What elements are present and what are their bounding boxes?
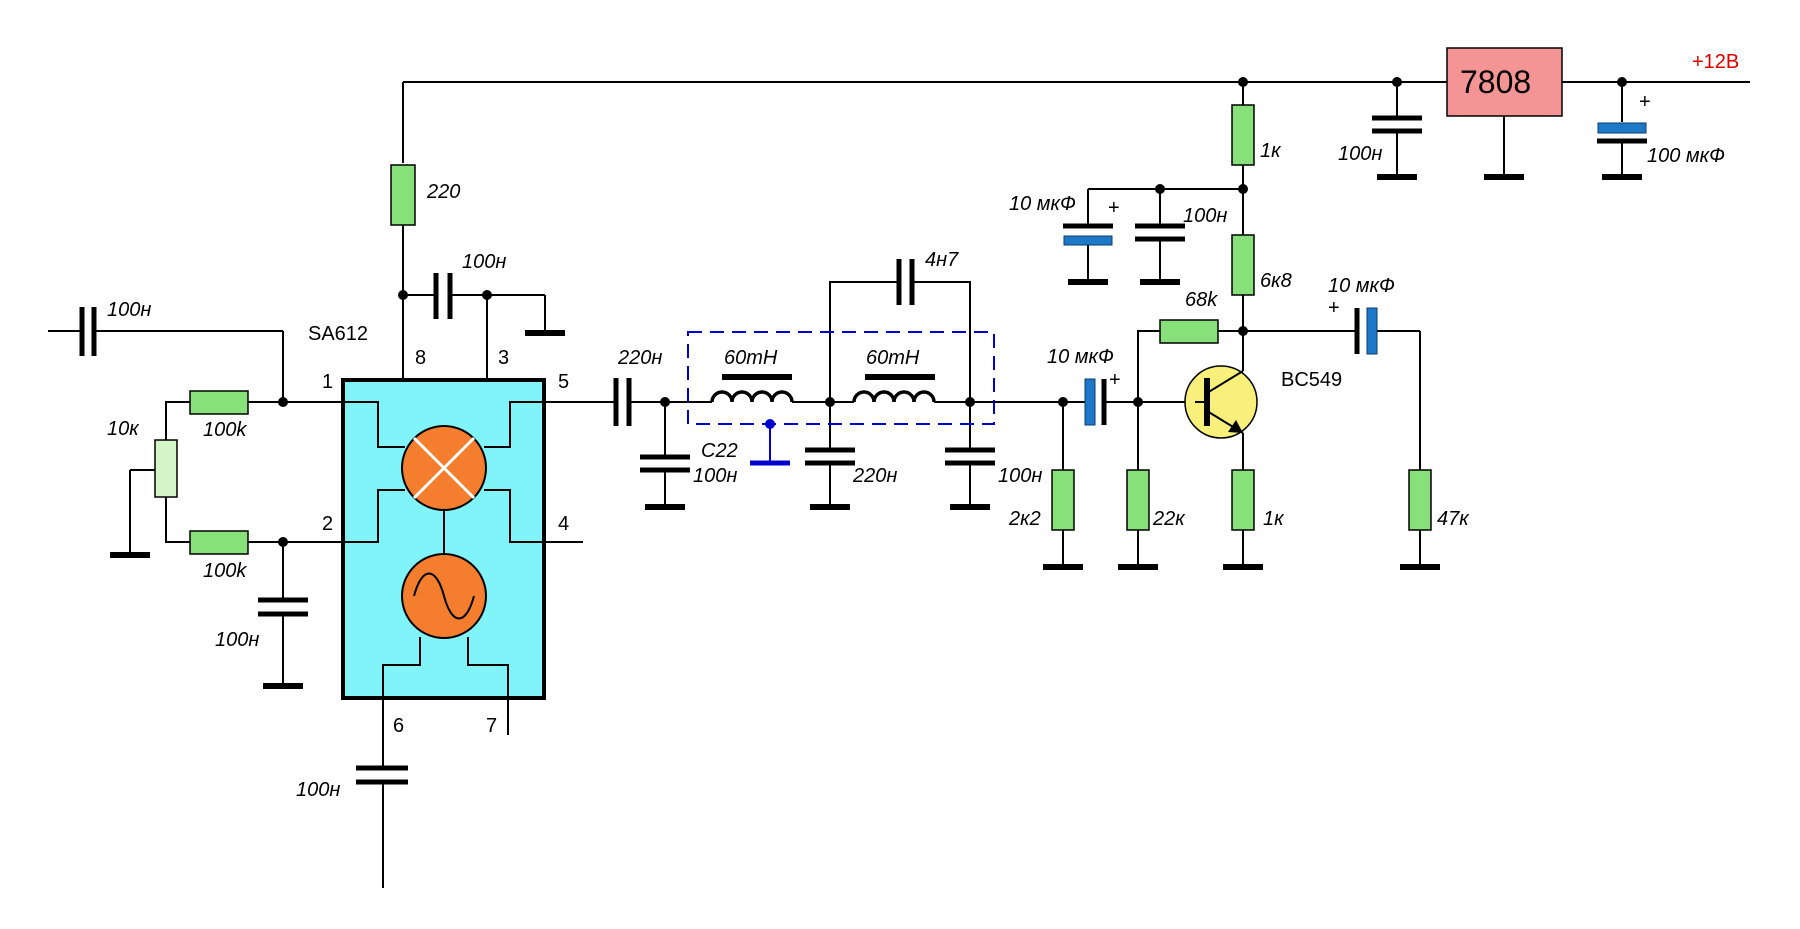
capacitor-pin3: 100н	[403, 251, 565, 336]
c-out-label: 100н	[998, 465, 1042, 487]
inductor-l1: 60mH	[710, 347, 794, 403]
c-pin6-label: 100н	[296, 779, 340, 801]
c-reg-in-label: 100н	[1338, 143, 1382, 165]
capacitor-output: + 10 мкФ	[1243, 275, 1420, 355]
capacitor-100n-out: 100н	[945, 402, 1042, 510]
transistor-bc549: BC549	[1138, 331, 1342, 470]
c-reg-out-plus: +	[1639, 91, 1651, 113]
resistor-100k-top: 100k	[165, 390, 283, 441]
c-pin2-label: 100н	[215, 629, 259, 651]
c-in-label: 100н	[107, 299, 151, 321]
resistor-220: 220	[390, 164, 460, 295]
filter-shield	[687, 331, 995, 466]
supply-rail	[402, 77, 1750, 163]
r-220-label: 220	[426, 181, 460, 203]
pin-8-label: 8	[415, 347, 426, 369]
transistor-label: BC549	[1281, 369, 1342, 391]
resistor-100k-bottom: 100k	[165, 497, 283, 582]
c-pin5-label: 220н	[617, 347, 662, 369]
l2-label: 60mH	[866, 347, 920, 369]
potentiometer-10k: 10к	[107, 418, 178, 558]
resistor-6k8: 6к8	[1231, 189, 1292, 331]
pin-4-label: 4	[558, 513, 569, 535]
pin-3-label: 3	[498, 347, 509, 369]
resistor-2k2: 2к2	[1008, 402, 1083, 570]
oscillator-icon	[401, 553, 487, 639]
pin-7-label: 7	[486, 715, 497, 737]
c-coupling-label: 10 мкФ	[1047, 346, 1114, 368]
c-pin3-label: 100н	[462, 251, 506, 273]
resistor-68k: 68k	[1137, 289, 1243, 402]
c-coupling-plus: +	[1109, 369, 1121, 391]
voltage-regulator: 7808	[1446, 47, 1563, 180]
c-dec-label: 100н	[1183, 205, 1227, 227]
r-in-bot-label: 100k	[203, 560, 247, 582]
r-1k-top-label: 1к	[1260, 140, 1282, 162]
c-dec-el-label: 10 мкФ	[1009, 193, 1076, 215]
input-capacitor: 100н	[48, 299, 284, 402]
resistor-1k-top: 1к	[1231, 82, 1282, 189]
regulator-label: 7808	[1460, 64, 1531, 100]
pin-6-label: 6	[393, 715, 404, 737]
ic-name-label: SA612	[308, 323, 368, 345]
r-1k-emitter-label: 1к	[1263, 508, 1285, 530]
pin-2-label: 2	[322, 513, 333, 535]
capacitor-220n-mid: 220н	[805, 402, 897, 510]
capacitor-c22: C22 100н	[640, 402, 738, 510]
r-22k-label: 22к	[1152, 508, 1186, 530]
pin-5-label: 5	[558, 371, 569, 393]
inductor-l2: 60mH	[852, 347, 936, 403]
capacitor-decoupling: 100н	[1135, 189, 1227, 285]
r-pot-label: 10к	[107, 418, 140, 440]
r-47k-label: 47к	[1437, 508, 1470, 530]
c-out-el-plus: +	[1328, 297, 1340, 319]
l1-label: 60mH	[724, 347, 778, 369]
c-dec-el-plus: +	[1108, 197, 1120, 219]
capacitor-pin6: 100н	[296, 765, 408, 888]
capacitor-pin5: 220н	[613, 347, 665, 426]
mixer-icon	[401, 425, 487, 511]
capacitor-decoupling-electrolytic: + 10 мкФ	[1009, 189, 1120, 285]
capacitor-coupling: + 10 мкФ	[1047, 346, 1138, 426]
resistor-1k-emitter: 1к	[1223, 469, 1285, 570]
c22-name-label: C22	[701, 440, 738, 462]
resistor-22k: 22к	[1118, 402, 1186, 570]
ic-sa612: SA612 8 3 1 5 2 4 6 7	[308, 323, 569, 737]
capacitor-reg-out: + 100 мкФ	[1597, 82, 1725, 180]
capacitor-pin2: 100н	[215, 542, 308, 689]
supply-voltage-label: +12В	[1692, 51, 1739, 73]
capacitor-reg-in: 100н	[1338, 82, 1422, 180]
c-reg-out-label: 100 мкФ	[1647, 145, 1725, 167]
r-6k8-label: 6к8	[1260, 270, 1292, 292]
c22-value-label: 100н	[693, 465, 737, 487]
r-68k-label: 68k	[1185, 289, 1218, 311]
r-2k2-label: 2к2	[1008, 508, 1041, 530]
resistor-47k: 47к	[1400, 331, 1470, 570]
capacitor-4n7: 4н7	[829, 249, 971, 402]
r-in-top-label: 100k	[203, 419, 247, 441]
c-bridge-label: 4н7	[925, 249, 959, 271]
pin-1-label: 1	[322, 371, 333, 393]
c-out-el-label: 10 мкФ	[1328, 275, 1395, 297]
c-mid-label: 220н	[852, 465, 897, 487]
